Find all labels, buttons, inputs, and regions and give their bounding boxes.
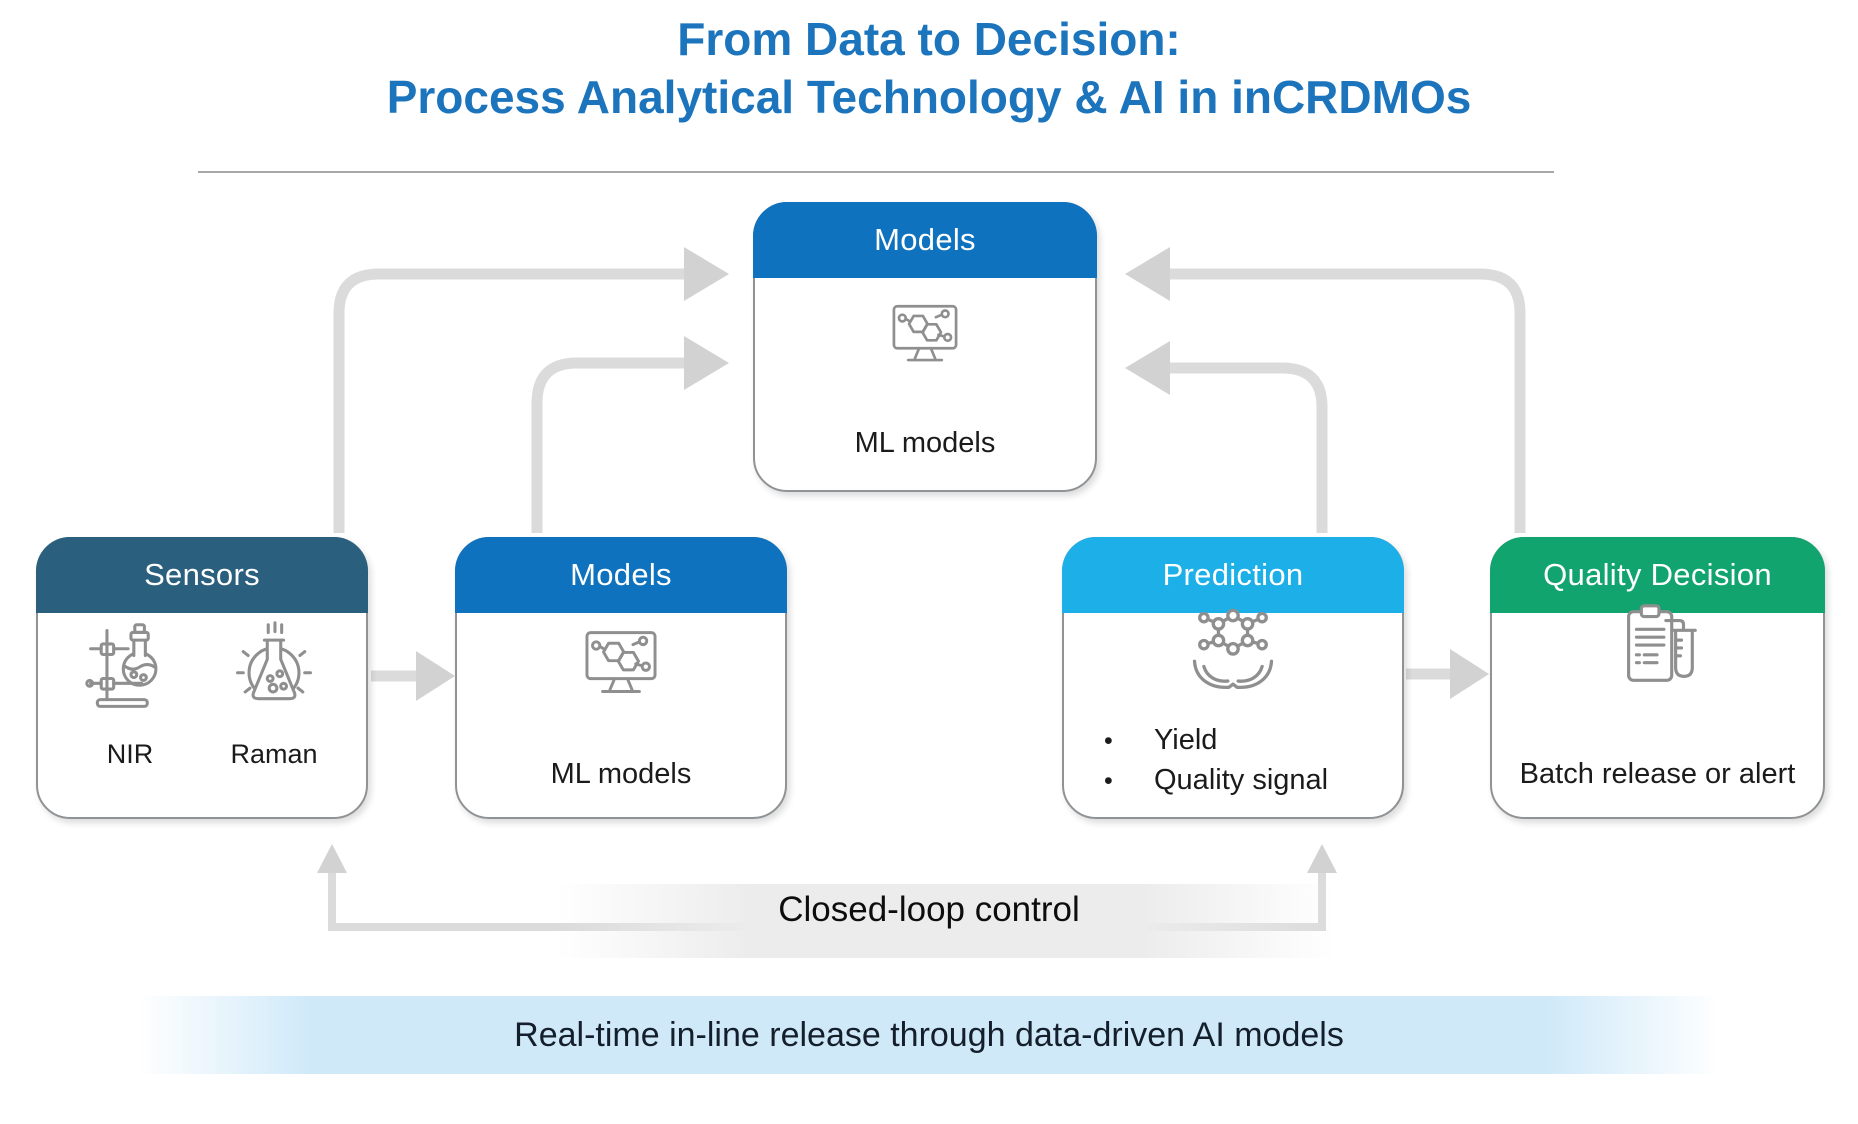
closed-loop-band [556, 884, 1336, 958]
molecule-in-hands-icon [1181, 601, 1285, 705]
bullet-text: Quality signal [1154, 764, 1329, 796]
prediction-bullet-yield: • Yield [1104, 721, 1328, 761]
sensor-item-raman: Raman [226, 619, 322, 770]
ml-monitor-icon [575, 617, 667, 709]
arrow-sensors-to-top-models [333, 247, 729, 533]
ml-monitor-icon [883, 292, 967, 376]
banner-text: Real-time in-line release through data-d… [514, 1015, 1344, 1054]
glowing-flask-icon [226, 619, 322, 715]
arrow-prediction-to-top-models [1125, 341, 1328, 533]
title-divider [198, 171, 1554, 173]
top-models-label: ML models [854, 427, 996, 459]
sensors-items: NIR Raman [38, 619, 366, 770]
top-models-header: Models [753, 202, 1097, 278]
page-title-line1: From Data to Decision: [677, 13, 1181, 65]
models-label: ML models [550, 758, 692, 790]
closed-loop-label: Closed-loop control [778, 890, 1080, 929]
clipboard-testtube-icon [1609, 597, 1707, 695]
sensor-label-raman: Raman [230, 739, 318, 769]
arrow-prediction-to-quality [1406, 649, 1489, 699]
models-header: Models [455, 537, 787, 613]
sensor-label-nir: NIR [106, 739, 154, 769]
models-box: Models ML models [455, 537, 787, 819]
sensor-item-nir: NIR [82, 619, 178, 770]
arrow-models-to-top-models [531, 336, 729, 533]
quality-decision-header: Quality Decision [1490, 537, 1825, 613]
arrow-quality-to-top-models [1125, 247, 1526, 533]
top-models-box: Models ML models [753, 202, 1097, 492]
bottom-banner: Real-time in-line release through data-d… [138, 996, 1720, 1074]
sensors-box: Sensors [36, 537, 368, 819]
prediction-header: Prediction [1062, 537, 1404, 613]
quality-decision-label: Batch release or alert [1519, 758, 1796, 790]
lab-stand-flask-icon [82, 619, 178, 715]
page-title-line2: Process Analytical Technology & AI in in… [386, 71, 1472, 123]
bullet-dot-icon: • [1104, 727, 1113, 755]
prediction-bullets: • Yield • Quality signal [1104, 721, 1328, 801]
prediction-box: Prediction • [1062, 537, 1404, 819]
prediction-bullet-quality-signal: • Quality signal [1104, 761, 1328, 801]
bullet-text: Yield [1154, 724, 1218, 756]
arrow-sensors-to-models [371, 651, 455, 701]
sensors-header: Sensors [36, 537, 368, 613]
quality-decision-box: Quality Decision Batch release or alert [1490, 537, 1825, 819]
bullet-dot-icon: • [1104, 767, 1113, 795]
